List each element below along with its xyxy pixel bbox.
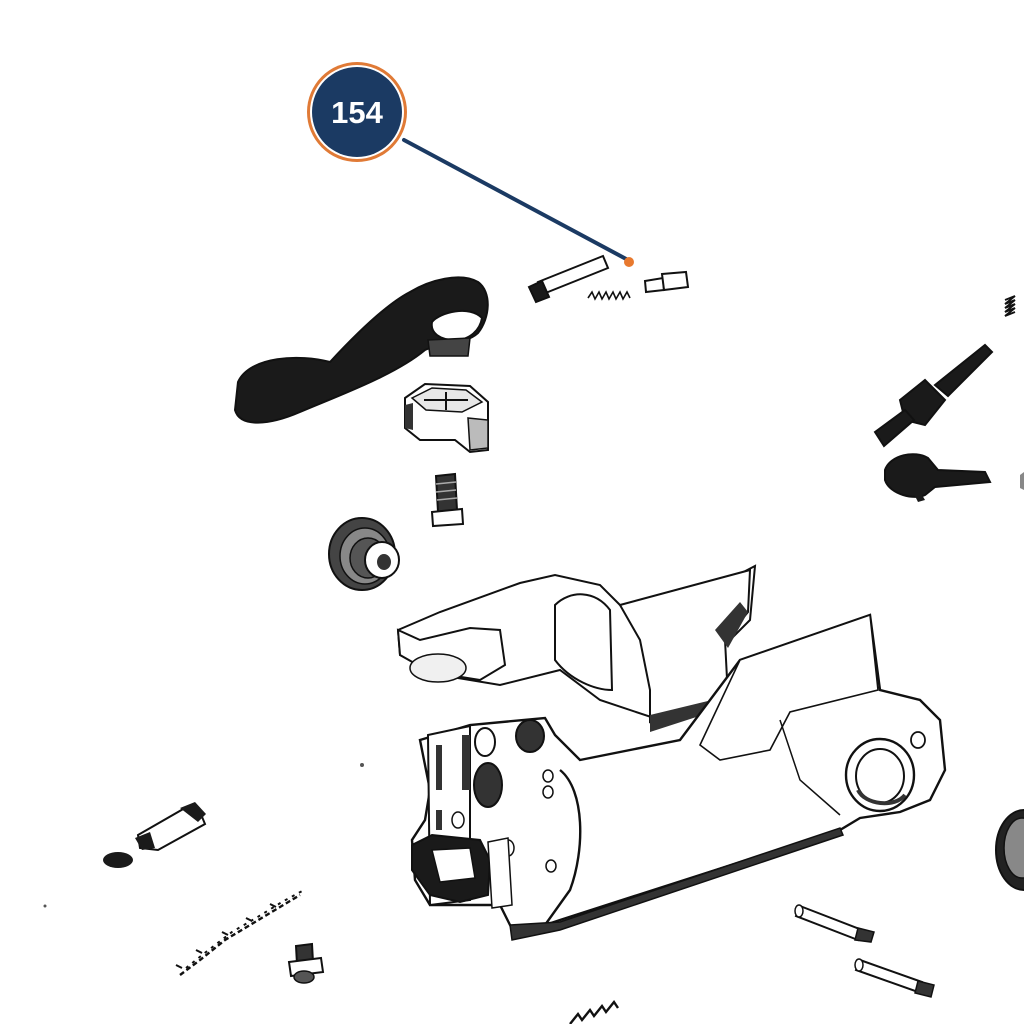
linkage-bar[interactable] bbox=[103, 802, 207, 868]
firing-pin-upper[interactable] bbox=[873, 295, 1016, 448]
callout-leader-line bbox=[402, 138, 630, 262]
lever-spindle-block[interactable] bbox=[404, 382, 489, 454]
callout-target-dot bbox=[624, 257, 634, 267]
pin-with-spring-assembly[interactable] bbox=[527, 254, 690, 304]
chain-spring[interactable] bbox=[175, 889, 305, 976]
lever-screw[interactable] bbox=[430, 472, 465, 528]
speck bbox=[43, 904, 47, 908]
bottom-spring[interactable] bbox=[569, 999, 619, 1024]
small-pin-right-1[interactable] bbox=[794, 904, 875, 943]
callout-number: 154 bbox=[331, 95, 383, 130]
bottom-screw[interactable] bbox=[287, 942, 325, 984]
part-callout[interactable]: 154 bbox=[307, 62, 634, 267]
hinge-stud[interactable] bbox=[995, 809, 1024, 891]
speck bbox=[360, 763, 364, 767]
small-pin-right-2[interactable] bbox=[854, 958, 935, 998]
firing-pin-lower[interactable] bbox=[884, 453, 1024, 502]
lever-spring-coil[interactable] bbox=[328, 517, 400, 591]
callout-badge bbox=[312, 67, 402, 157]
receiver-frame[interactable] bbox=[396, 564, 947, 941]
opening-lever[interactable] bbox=[233, 276, 489, 424]
